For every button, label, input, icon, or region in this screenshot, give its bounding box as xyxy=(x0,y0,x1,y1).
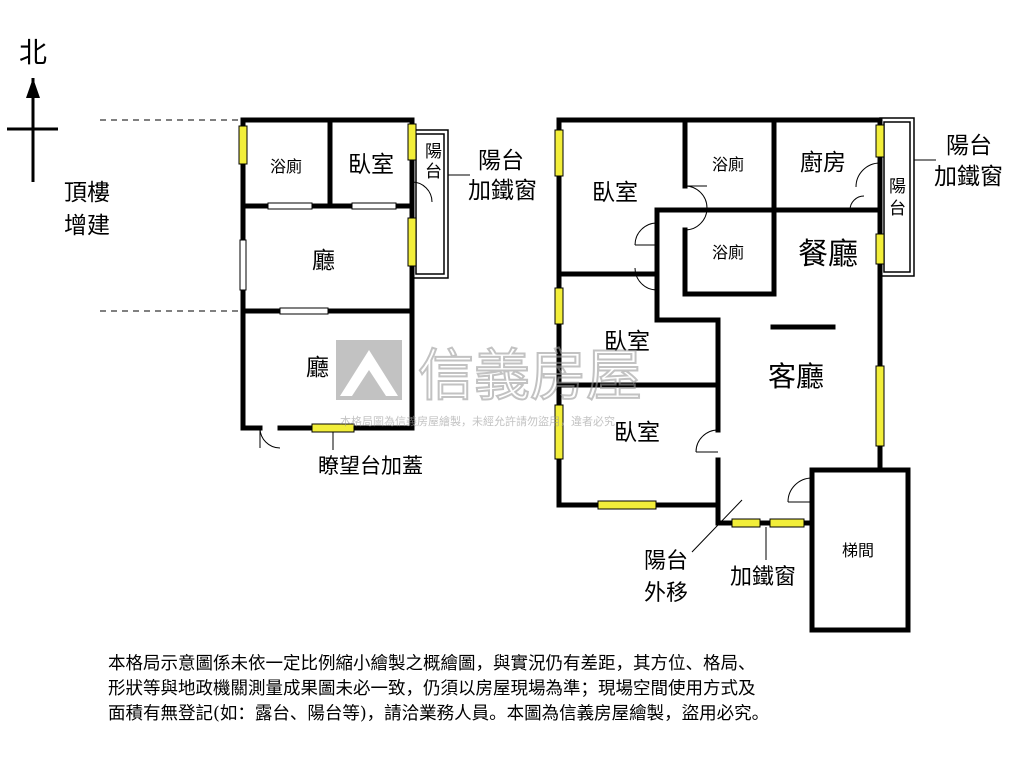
watermark: 信義房屋 本格局圖為信義房屋繪製，未經允許請勿盜用，違者必究 xyxy=(336,340,643,428)
rooftop-bath-label: 浴廁 xyxy=(270,157,302,176)
brand-logo-icon xyxy=(336,340,402,400)
rooftop-hall-upper-label: 廳 xyxy=(312,248,335,274)
balcony-moved-label-1: 陽台 xyxy=(644,549,688,574)
balcony-moved-leader xyxy=(691,499,743,553)
watermark-brand: 信義房屋 xyxy=(418,344,642,409)
north-arrow-icon xyxy=(7,78,58,182)
main-bath-1-label: 浴廁 xyxy=(712,155,744,174)
rooftop-note-line2: 增建 xyxy=(64,213,110,239)
main-balcony-window-label-1: 陽台 xyxy=(946,133,992,159)
main-stairwell-label: 梯間 xyxy=(842,541,874,560)
main-door-swings xyxy=(634,162,881,503)
rooftop-balcony-window-label-1: 陽台 xyxy=(478,148,524,174)
rooftop-balcony-label-2: 台 xyxy=(425,162,442,182)
rooftop-sliding-doors xyxy=(239,202,397,315)
rooftop-balcony-window-label-2: 加鐵窗 xyxy=(468,178,537,204)
rooftop-hall-lower-label: 廳 xyxy=(306,355,329,381)
rooftop-balcony xyxy=(411,129,449,279)
rooftop-door-swings xyxy=(259,181,433,449)
main-balcony-window-label-2: 加鐵窗 xyxy=(934,164,1003,190)
disclaimer-line-2: 形狀等與地政機關測量成果圖未必一致，仍須以房屋現場為準；現場空間使用方式及 xyxy=(108,679,756,699)
terrace-note-label: 瞭望台加蓋 xyxy=(318,454,423,478)
main-kitchen-label: 廚房 xyxy=(800,150,846,176)
iron-window-label: 加鐵窗 xyxy=(730,565,796,590)
main-plan xyxy=(554,117,936,633)
north-label: 北 xyxy=(19,36,47,69)
watermark-small: 本格局圖為信義房屋繪製，未經允許請勿盜用，違者必究 xyxy=(340,414,615,428)
rooftop-plan xyxy=(238,117,449,449)
disclaimer-line-1: 本格局示意圖係未依一定比例縮小繪製之概繪圖，與實況仍有差距，其方位、格局、 xyxy=(108,654,756,674)
main-windows xyxy=(554,124,885,528)
rooftop-guide-lines xyxy=(100,119,240,312)
disclaimer-line-3: 面積有無登記(如：露台、陽台等)，請洽業務人員。本圖為信義房屋繪製，盜用必究。 xyxy=(108,704,770,724)
main-bedroom-mid-label: 臥室 xyxy=(604,329,650,355)
main-living-label: 客廳 xyxy=(768,360,824,393)
main-dining-label: 餐廳 xyxy=(798,237,858,272)
balcony-moved-label-2: 外移 xyxy=(644,581,688,606)
main-balcony xyxy=(879,117,915,277)
main-balcony-label-1: 陽 xyxy=(889,177,906,197)
main-balcony-label-2: 台 xyxy=(889,199,906,219)
main-bedroom-sw-label: 臥室 xyxy=(614,420,660,446)
rooftop-balcony-label-1: 陽 xyxy=(425,142,442,162)
main-bedroom-nw-label: 臥室 xyxy=(592,180,638,206)
rooftop-note-line1: 頂樓 xyxy=(64,180,110,206)
main-bath-2-label: 浴廁 xyxy=(712,243,744,262)
rooftop-bedroom-label: 臥室 xyxy=(348,152,394,178)
disclaimer: 本格局示意圖係未依一定比例縮小繪製之概繪圖，與實況仍有差距，其方位、格局、 形狀… xyxy=(108,652,928,727)
